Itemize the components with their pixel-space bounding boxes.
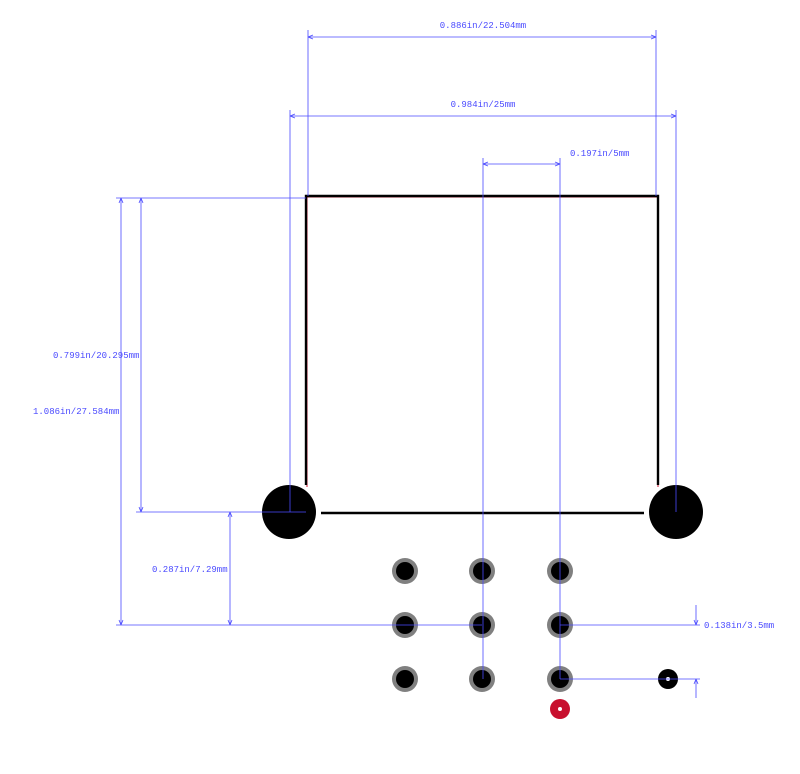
pad (469, 558, 495, 584)
dim-label-overall-width-outer: 0.984in/25mm (451, 100, 516, 110)
outline-body (304, 194, 660, 485)
dim-label-overall-width-inner: 0.886in/22.504mm (440, 21, 526, 31)
dim-label-row-pitch: 0.138in/3.5mm (704, 621, 774, 631)
pad (392, 558, 418, 584)
component-outline (304, 194, 660, 515)
dimension-labels: 0.886in/22.504mm 0.984in/25mm 0.197in/5m… (33, 21, 774, 631)
dim-label-overall-height: 1.086in/27.584mm (33, 407, 119, 417)
dimension-lines (116, 30, 700, 698)
pin1-marker-center (558, 707, 562, 711)
dim-label-pad-offset: 0.287in/7.29mm (152, 565, 228, 575)
dim-label-pin-pitch: 0.197in/5mm (570, 149, 629, 159)
pad (392, 666, 418, 692)
outline-accent (306, 196, 659, 487)
dim-label-body-height: 0.799in/20.295mm (53, 351, 139, 361)
pad (469, 666, 495, 692)
